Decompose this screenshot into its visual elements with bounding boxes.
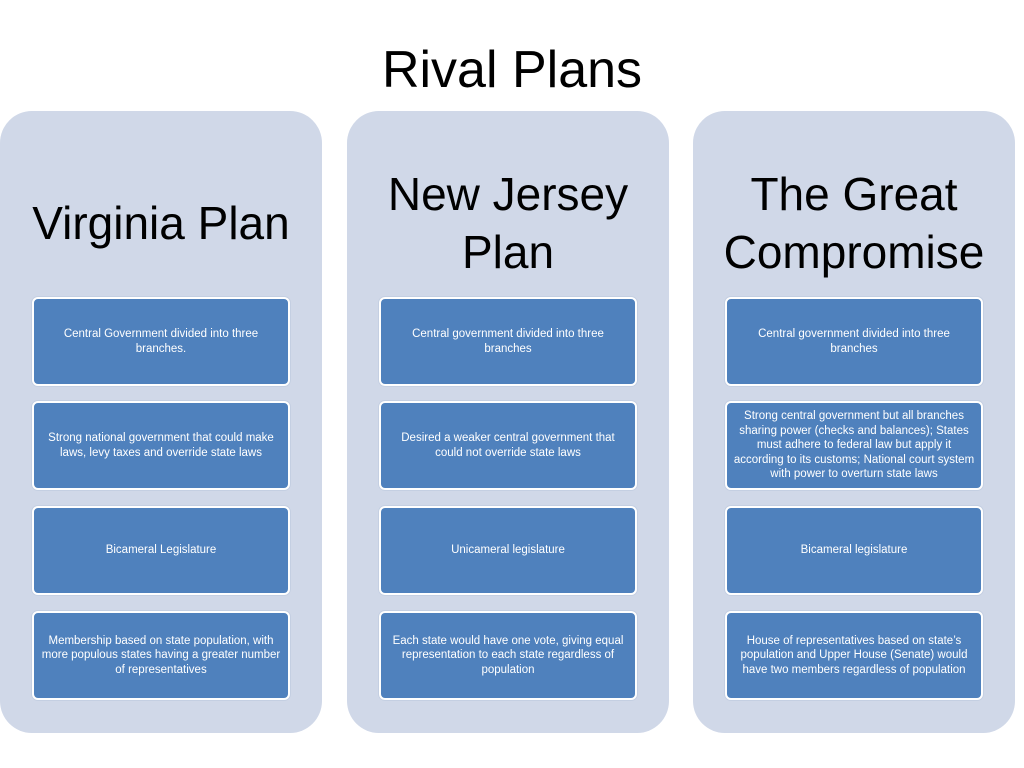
column-great-compromise: The Great Compromise Central government … bbox=[693, 111, 1015, 733]
column-header: The Great Compromise bbox=[723, 168, 985, 278]
column-new-jersey-plan: New Jersey Plan Central government divid… bbox=[347, 111, 669, 733]
plan-item-box: Membership based on state population, wi… bbox=[32, 611, 290, 700]
plan-item-box: Strong national government that could ma… bbox=[32, 401, 290, 490]
plan-item-box: Each state would have one vote, giving e… bbox=[379, 611, 637, 700]
plan-item-box: Central government divided into three br… bbox=[725, 297, 983, 386]
plan-item-box: Bicameral Legislature bbox=[32, 506, 290, 595]
column-header: Virginia Plan bbox=[32, 197, 290, 249]
plan-item-box: House of representatives based on state’… bbox=[725, 611, 983, 700]
column-header: New Jersey Plan bbox=[387, 168, 629, 278]
plan-item-box: Central government divided into three br… bbox=[379, 297, 637, 386]
slide-title: Rival Plans bbox=[381, 41, 643, 99]
column-virginia-plan: Virginia Plan Central Government divided… bbox=[0, 111, 322, 733]
plan-item-box: Desired a weaker central government that… bbox=[379, 401, 637, 490]
plan-item-box: Central Government divided into three br… bbox=[32, 297, 290, 386]
plan-item-box: Strong central government but all branch… bbox=[725, 401, 983, 490]
plan-item-box: Unicameral legislature bbox=[379, 506, 637, 595]
plan-item-box: Bicameral legislature bbox=[725, 506, 983, 595]
